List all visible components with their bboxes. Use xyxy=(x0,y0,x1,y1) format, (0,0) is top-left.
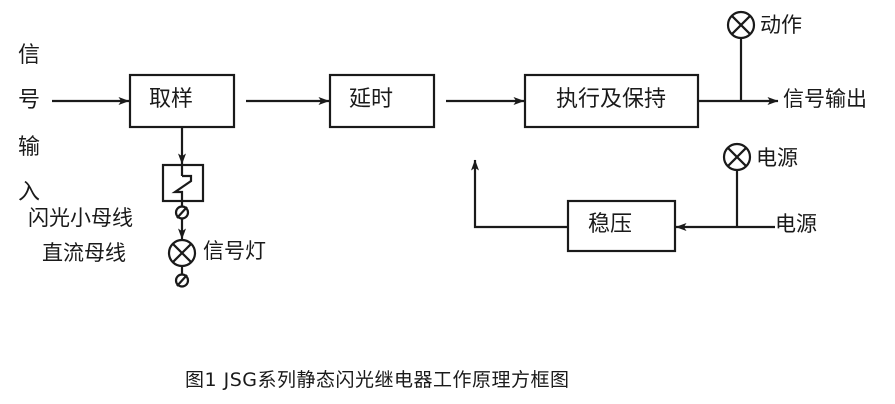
label-signal-lamp: 信号灯 xyxy=(203,239,266,263)
lamp-signal-icon xyxy=(167,238,197,268)
label-action-lamp: 动作 xyxy=(760,13,802,37)
lamp-action-icon xyxy=(726,10,756,40)
relay-contact-icon xyxy=(161,163,205,203)
terminal-flash-bus-icon xyxy=(174,205,190,220)
block-label-regulator: 稳压 xyxy=(588,212,633,237)
label-power-input: 电源 xyxy=(775,212,817,236)
input-label-char-3: 入 xyxy=(18,180,41,205)
label-power-lamp: 电源 xyxy=(756,146,798,170)
block-rect-delay xyxy=(328,73,436,129)
feedback-path-regulator-to-execute xyxy=(471,159,568,229)
label-flash-bus: 闪光小母线 xyxy=(28,206,133,230)
block-label-execute: 执行及保持 xyxy=(556,87,667,112)
figure-caption: 图1 JSG系列静态闪光继电器工作原理方框图 xyxy=(185,369,570,391)
block-label-sampling: 取样 xyxy=(149,87,194,112)
input-label-char-0: 信 xyxy=(18,43,41,68)
label-signal-output: 信号输出 xyxy=(783,87,867,111)
lamp-power-icon xyxy=(722,142,752,172)
input-label-char-1: 号 xyxy=(18,88,41,113)
block-label-delay: 延时 xyxy=(349,87,394,112)
terminal-dc-bus-icon xyxy=(174,273,190,288)
label-dc-bus: 直流母线 xyxy=(42,241,126,265)
input-label-char-2: 输 xyxy=(18,135,41,160)
